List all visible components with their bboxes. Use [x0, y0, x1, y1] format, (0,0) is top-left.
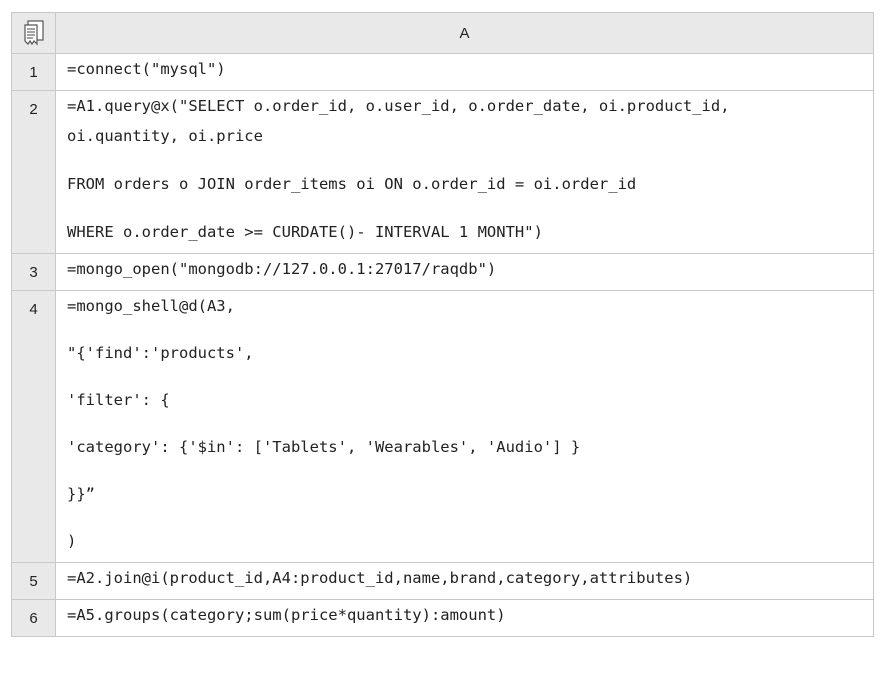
cell-line: FROM orders o JOIN order_items oi ON o.o… — [67, 175, 637, 193]
cell-line: =mongo_shell@d(A3, — [67, 297, 235, 315]
grid-row-3: 3 =mongo_open("mongodb://127.0.0.1:27017… — [12, 254, 874, 291]
grid-row-2: 2 =A1.query@x("SELECT o.order_id, o.user… — [12, 91, 874, 254]
grid-row-1: 1 =connect("mysql") — [12, 54, 874, 91]
cell-line: "{'find':'products', — [67, 344, 254, 362]
cell-a4[interactable]: =mongo_shell@d(A3, "{'find':'products', … — [56, 291, 874, 562]
spreadsheet-grid: A 1 =connect("mysql") 2 =A1.query@x("SEL… — [11, 12, 874, 637]
grid-row-5: 5 =A2.join@i(product_id,A4:product_id,na… — [12, 563, 874, 600]
cell-line: =connect("mysql") — [67, 60, 226, 78]
row-header[interactable]: 6 — [12, 600, 56, 636]
cell-a2[interactable]: =A1.query@x("SELECT o.order_id, o.user_i… — [56, 91, 874, 253]
cell-line: 'category': {'$in': ['Tablets', 'Wearabl… — [67, 438, 581, 456]
cell-line: ) — [67, 532, 77, 550]
row-header[interactable]: 1 — [12, 54, 56, 90]
column-header-a[interactable]: A — [56, 13, 874, 53]
cell-line: =A1.query@x("SELECT o.order_id, o.user_i… — [67, 97, 730, 115]
cell-line: =A5.groups(category;sum(price*quantity):… — [67, 606, 506, 624]
cell-line: oi.quantity, oi.price — [67, 127, 263, 145]
cell-line: WHERE o.order_date >= CURDATE()- INTERVA… — [67, 223, 543, 241]
cell-line: =mongo_open("mongodb://127.0.0.1:27017/r… — [67, 260, 497, 278]
column-header-row: A — [12, 13, 874, 54]
cell-line: 'filter': { — [67, 391, 170, 409]
cell-a1[interactable]: =connect("mysql") — [56, 54, 874, 90]
row-header[interactable]: 2 — [12, 91, 56, 253]
document-list-icon — [23, 20, 44, 46]
row-header[interactable]: 4 — [12, 291, 56, 562]
cell-a3[interactable]: =mongo_open("mongodb://127.0.0.1:27017/r… — [56, 254, 874, 290]
cell-a6[interactable]: =A5.groups(category;sum(price*quantity):… — [56, 600, 874, 636]
grid-row-6: 6 =A5.groups(category;sum(price*quantity… — [12, 600, 874, 637]
row-header[interactable]: 5 — [12, 563, 56, 599]
cell-a5[interactable]: =A2.join@i(product_id,A4:product_id,name… — [56, 563, 874, 599]
cell-line: =A2.join@i(product_id,A4:product_id,name… — [67, 569, 693, 587]
grid-row-4: 4 =mongo_shell@d(A3, "{'find':'products'… — [12, 291, 874, 563]
cell-line: }}” — [67, 485, 95, 503]
row-header[interactable]: 3 — [12, 254, 56, 290]
select-all-corner[interactable] — [12, 13, 56, 53]
